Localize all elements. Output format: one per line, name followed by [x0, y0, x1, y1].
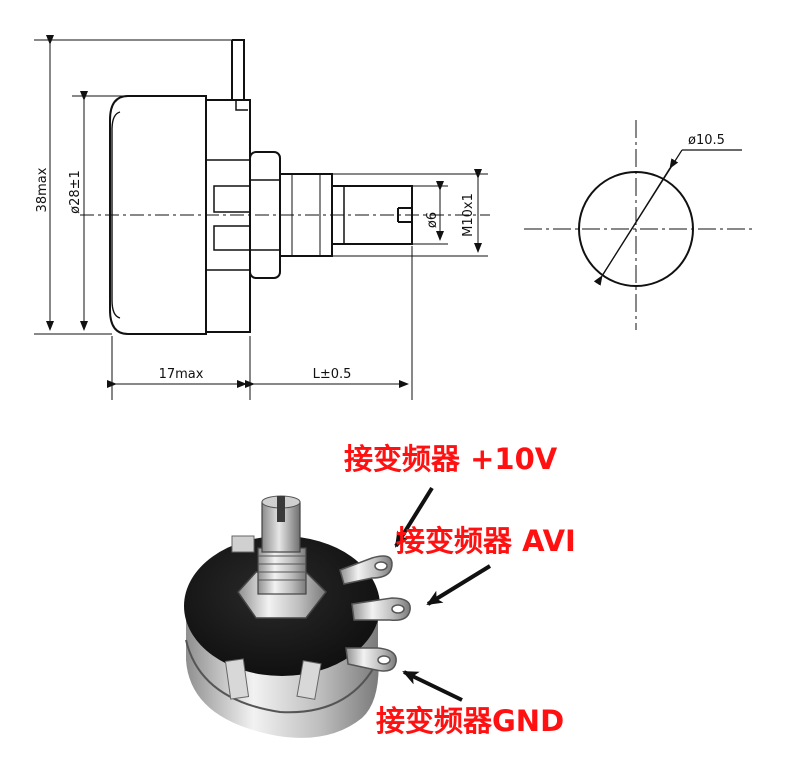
dim-d6 [412, 181, 448, 245]
dim-d28-label: ø28±1 [68, 170, 83, 214]
arrow-avi [426, 564, 492, 606]
dim-d6-label: ø6 [425, 212, 440, 228]
callout-10v: 接变频器 +10V [344, 442, 558, 476]
dim-d28 [72, 91, 128, 335]
dim-shaft-length-label: L±0.5 [313, 367, 352, 382]
dim-m10-label: M10x1 [461, 193, 476, 237]
dim-shaft-length [245, 246, 413, 400]
terminal-lugs [339, 555, 411, 672]
shaft-slot [277, 496, 285, 522]
threaded-bushing [257, 547, 307, 595]
black-cover [184, 536, 380, 676]
technical-drawing: 38max ø28±1 17max L±0.5 ø6 M10x1 [34, 35, 752, 400]
metal-housing [186, 600, 379, 738]
body-side-view [109, 39, 413, 335]
dim-17max [107, 336, 251, 400]
dim-d10-5-label: ø10.5 [688, 133, 725, 148]
dim-38max-label: 38max [35, 167, 50, 212]
mounting-hole-view [524, 120, 752, 330]
shaft [261, 501, 301, 553]
dim-38max [34, 35, 240, 335]
callout-avi: 接变频器 AVI [396, 524, 576, 558]
callout-gnd: 接变频器GND [376, 704, 565, 738]
hex-nut [237, 571, 327, 619]
dim-17max-label: 17max [159, 367, 204, 382]
dim-m10 [332, 169, 488, 257]
arrow-gnd [402, 670, 463, 702]
